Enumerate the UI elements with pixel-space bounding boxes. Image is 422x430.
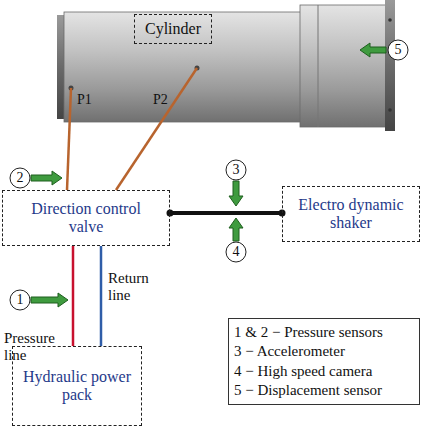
node-label: Electro dynamic shaker — [291, 196, 411, 233]
line-label-holder: Return line — [108, 270, 160, 305]
callout-number: 3 — [226, 160, 246, 180]
callout-circle — [10, 168, 30, 188]
cylinder-barrel — [64, 12, 302, 122]
line-label: Pressure line — [4, 330, 64, 365]
connector-path — [170, 211, 282, 215]
callout-circle — [388, 40, 408, 60]
callout-number: 4 — [226, 242, 246, 262]
cylinder-seam — [318, 5, 319, 127]
sensor-hose — [116, 68, 197, 190]
connector-path — [100, 246, 103, 346]
label-holder: 1 — [10, 290, 30, 310]
cylinder-label-box: Cylinder — [134, 14, 212, 44]
node-label: 1 & 2 − Pressure sensors — [234, 323, 383, 342]
label-holder: 2 — [10, 168, 30, 188]
label-holder: 5 — [388, 40, 408, 60]
node-label: 4 − High speed camera — [234, 362, 372, 381]
label-holder: P2 — [153, 92, 168, 108]
key-box: 1 & 2 − Pressure sensors3 − Acceleromete… — [228, 318, 420, 405]
pointer-arrow — [31, 293, 68, 307]
bolt — [388, 108, 392, 112]
pointer-arrow — [229, 181, 243, 206]
label-holder: 4 — [226, 242, 246, 262]
bolt — [388, 18, 392, 22]
callout-circle — [10, 290, 30, 310]
sensor-hose — [67, 88, 71, 190]
mechanical-link — [167, 210, 286, 217]
label-holder: P1 — [77, 92, 92, 108]
cylinder-flange — [385, 0, 395, 131]
pointer-arrow — [229, 218, 243, 241]
callout-number: 5 — [388, 40, 408, 60]
return-line — [101, 246, 102, 346]
pointer-arrow — [31, 171, 62, 185]
shaker-box: Electro dynamic shaker — [282, 186, 420, 242]
port-label: P1 — [77, 92, 92, 108]
cylinder-head — [300, 5, 386, 127]
pressure-line — [73, 246, 74, 346]
valve-box: Direction control valve — [2, 190, 170, 246]
label-holder: 3 — [226, 160, 246, 180]
node-label: 5 − Displacement sensor — [234, 381, 382, 400]
node-label: 3 − Accelerometer — [234, 342, 345, 361]
connector-path — [72, 246, 75, 346]
node-label: Direction control valve — [26, 200, 146, 237]
pointer-arrow — [360, 43, 386, 57]
joint-dot — [167, 210, 174, 217]
callout-circle — [226, 160, 246, 180]
line-label-holder: Pressure line — [4, 330, 64, 365]
power-pack-box: Hydraulic power pack — [12, 346, 142, 426]
callout-number: 1 — [10, 290, 30, 310]
callout-circle — [226, 242, 246, 262]
node-label: Cylinder — [145, 20, 201, 38]
line-label: Return line — [108, 270, 160, 305]
port-label: P2 — [153, 92, 168, 108]
callout-number: 2 — [10, 168, 30, 188]
node-label: Hydraulic power pack — [18, 368, 136, 405]
